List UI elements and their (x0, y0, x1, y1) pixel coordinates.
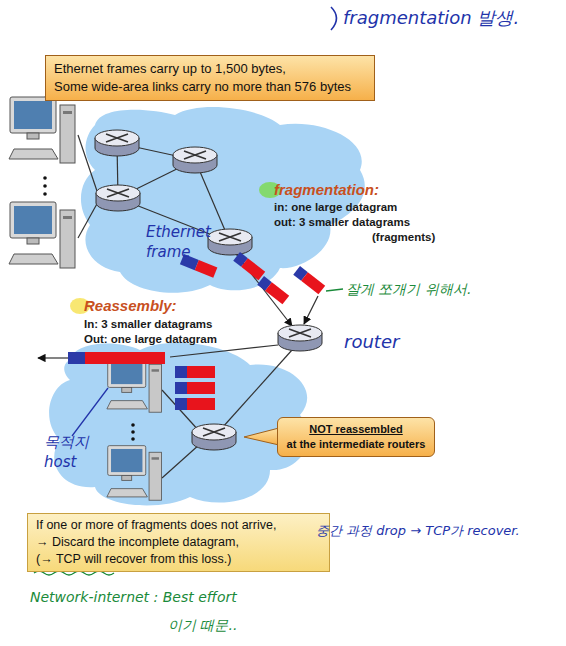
payload-part (187, 398, 215, 410)
payload-part (85, 352, 165, 364)
payload-part (301, 272, 325, 294)
handwritten-note: 이기 때문.. (168, 616, 237, 635)
router-icon (95, 130, 139, 156)
note-callout: Ethernet frames carry up to 1,500 bytes,… (45, 55, 375, 101)
node-text: at the intermediate routers (284, 437, 428, 452)
step-text: Out: one large datagram (84, 331, 217, 347)
flow-arrow (236, 254, 292, 326)
step-text: out: 3 smaller datagrams (274, 214, 410, 230)
node-text: NOT reassembled (284, 422, 428, 437)
header-part (68, 352, 85, 364)
router-icon (208, 229, 252, 255)
handwritten-pointer (72, 388, 108, 436)
node-text: If one or more of fragments does not arr… (36, 517, 321, 534)
flow-arrow (304, 296, 318, 324)
ellipsis-dot (131, 423, 135, 427)
node-text: → Discard the incomplete datagram, (36, 534, 321, 551)
node-text: Ethernet frames carry up to 1,500 bytes, (54, 60, 366, 78)
computer-icon (9, 202, 75, 268)
step-text: in: one large datagram (274, 199, 397, 215)
handwritten-note: fragmentation 발생. (343, 6, 519, 30)
ellipsis-dot (43, 184, 47, 188)
handwritten-note: Ethernet frame (146, 222, 214, 262)
flow-line (170, 345, 278, 357)
handwritten-note: 목적지 host (44, 432, 98, 472)
link-wire (78, 202, 98, 238)
step-text: (fragments) (372, 229, 435, 245)
network-cloud (81, 107, 365, 293)
router-icon (96, 185, 140, 211)
ellipsis-dot (43, 176, 47, 180)
router-icon (278, 325, 322, 351)
handwritten-note: router (344, 330, 399, 354)
ellipsis-dot (43, 192, 47, 196)
note-box: If one or more of fragments does not arr… (27, 513, 330, 572)
router-icon (173, 147, 217, 173)
step-text: In: 3 smaller datagrams (84, 316, 212, 332)
payload-part (265, 282, 289, 304)
ellipsis-dot (131, 437, 135, 441)
node-text: (→ TCP will recover from this loss.) (36, 551, 321, 568)
header-part (175, 382, 187, 394)
handwritten-pointer (326, 289, 343, 291)
flow-arrow (38, 357, 68, 358)
host-icon (107, 446, 162, 501)
handwritten-arrow (331, 7, 337, 30)
header-part (175, 366, 187, 378)
callout-pointer (244, 428, 279, 445)
section-heading: fragmentation: (274, 180, 379, 200)
network-cloud (49, 343, 308, 506)
payload-part (187, 366, 215, 378)
link-wire (162, 390, 200, 432)
handwritten-note: 중간 과정 drop → TCP가 recover. (316, 522, 520, 540)
host-icon (107, 358, 162, 413)
header-part (175, 398, 187, 410)
payload-part (241, 258, 265, 280)
section-heading: Reassembly: (84, 296, 177, 316)
link-wire (162, 444, 200, 478)
handwritten-note: 잘게 쪼개기 위해서. (346, 280, 471, 299)
computer-icon (9, 97, 75, 163)
handwritten-note: Network-internet : Best effort (30, 588, 237, 607)
ellipsis-dot (131, 430, 135, 434)
payload-part (195, 260, 218, 278)
router-icon (192, 424, 236, 450)
node-text: Some wide-area links carry no more than … (54, 78, 366, 96)
note-callout: NOT reassembledat the intermediate route… (277, 417, 435, 457)
payload-part (187, 382, 215, 394)
